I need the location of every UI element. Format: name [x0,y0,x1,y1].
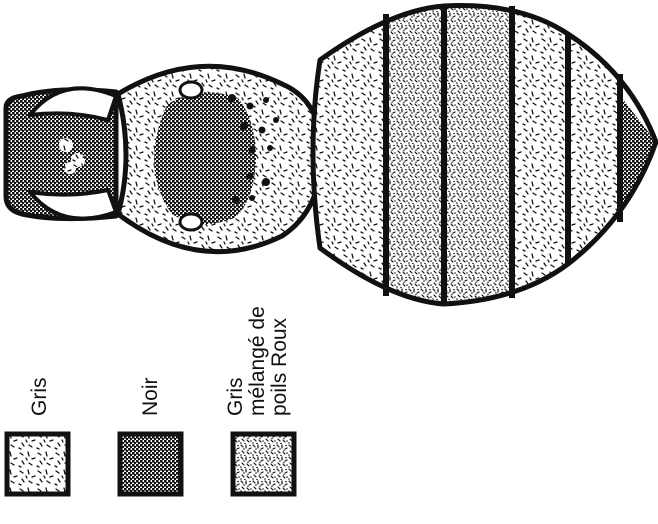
abdomen-segment-3 [444,0,512,320]
legend-swatch-gris-roux [233,434,294,494]
thorax-white-spot-top [180,82,202,98]
legend: Gris Noir Gris mélangé de poils Roux [7,306,294,494]
legend-item-gris: Gris [7,378,68,495]
abdomen-segment-2 [386,0,444,320]
abdomen [300,0,658,320]
legend-item-noir: Noir [120,377,181,494]
insect-figure [6,0,658,320]
legend-label-gris: Gris [28,378,51,417]
legend-label-gris-roux-line-2: mélangé de [246,306,269,416]
thorax-white-spot-bottom [180,214,202,230]
legend-swatch-noir [120,434,181,494]
abdomen-segment-5 [568,0,620,320]
legend-swatch-gris [7,434,68,494]
legend-label-gris-roux-line-1: Gris [224,378,247,417]
legend-label-gris-roux-line-3: poils Roux [268,317,291,416]
legend-item-gris-roux: Gris mélangé de poils Roux [224,306,294,494]
thorax [118,66,322,251]
thorax-black-patch [154,92,256,224]
head [6,88,116,218]
legend-label-noir: Noir [139,377,162,416]
